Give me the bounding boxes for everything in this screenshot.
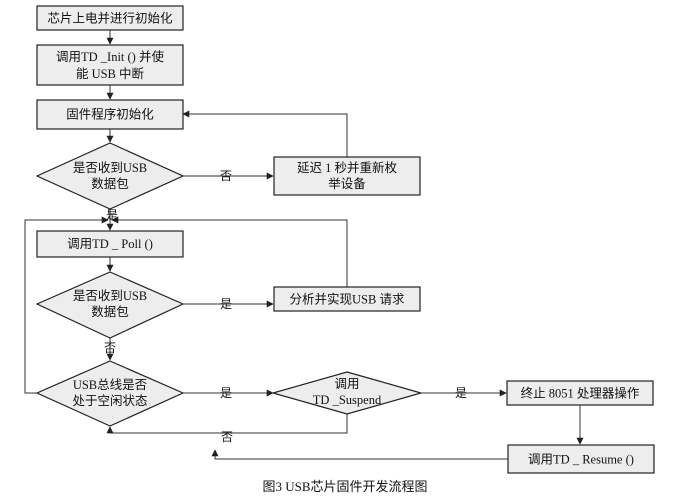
- decision-bus-idle-line2: 处于空闲状态: [72, 394, 147, 408]
- edge-delay-back-to-fwinit: [182, 110, 348, 157]
- edge-label-no-3: 否: [221, 430, 233, 444]
- edge-label-yes-2: 是: [220, 297, 232, 311]
- node-td-poll: 调用TD _ Poll (): [36, 230, 184, 258]
- node-analyze-request: 分析并实现USB 请求: [273, 286, 421, 312]
- node-stop-8051-box: [506, 380, 654, 406]
- edge-label-yes-1: 是: [106, 208, 118, 222]
- node-analyze-box: [273, 286, 421, 312]
- node-init-chip: 芯片上电并进行初始化: [36, 5, 184, 31]
- node-stop-8051-label: 终止 8051 处理器操作: [521, 386, 640, 401]
- decision-suspend-line2: TD _Suspend: [313, 393, 382, 407]
- decision-recv-pkt-2: 是否收到USB 数据包: [35, 271, 185, 339]
- decision-recv-pkt-1-line2: 数据包: [91, 176, 129, 191]
- node-delay-label-line1: 延迟 1 秒并重新枚: [297, 160, 398, 175]
- node-fw-init: 固件程序初始化: [36, 99, 184, 130]
- decision-recv-pkt-2-line1: 是否收到USB: [73, 289, 147, 303]
- node-td-poll-label: 调用TD _ Poll (): [67, 237, 153, 251]
- decision-recv-pkt-1-line1: 是否收到USB: [73, 161, 147, 175]
- node-td-resume: 调用TD _ Resume (): [507, 444, 655, 474]
- node-td-resume-box: [507, 444, 655, 474]
- edge-busidle-no-loop: [24, 216, 109, 394]
- decision-recv-pkt-1: 是否收到USB 数据包: [35, 142, 185, 210]
- node-td-resume-label: 调用TD _ Resume (): [528, 453, 634, 467]
- node-td-poll-box: [36, 230, 184, 258]
- edge-suspend-no-back: [106, 414, 348, 434]
- decision-recv-pkt-1-shape: [35, 142, 185, 210]
- decision-bus-idle: USB总线是否 处于空闲状态: [35, 360, 185, 427]
- decision-bus-idle-line1: USB总线是否: [73, 378, 147, 392]
- decision-bus-idle-shape: [35, 360, 185, 427]
- edge-label-yes-4: 是: [455, 386, 467, 400]
- figure-caption: 图3 USB芯片固件开发流程图: [262, 479, 427, 494]
- edge-label-yes-3: 是: [220, 386, 232, 400]
- decision-suspend-line1: 调用: [334, 377, 359, 391]
- connectors: [24, 30, 584, 460]
- edge-labels: 否 是 是 否 是 是 否: [104, 169, 467, 444]
- decision-suspend: 调用 TD _Suspend: [270, 371, 424, 415]
- node-delay-box: [273, 156, 421, 196]
- node-td-init-label-line1: 调用TD _Init () 并使: [56, 49, 164, 64]
- node-delay-label-line2: 举设备: [328, 176, 366, 191]
- node-td-init: 调用TD _Init () 并使 能 USB 中断: [36, 44, 184, 86]
- edge-label-no-1: 否: [220, 169, 232, 183]
- decision-recv-pkt-2-line2: 数据包: [91, 304, 129, 319]
- node-delay-reenumerate: 延迟 1 秒并重新枚 举设备: [273, 156, 421, 196]
- edge-label-no-2: 否: [104, 341, 116, 355]
- edge-analyze-back-to-loop: [111, 216, 348, 287]
- node-init-chip-label: 芯片上电并进行初始化: [47, 12, 173, 26]
- decision-suspend-shape: [270, 371, 424, 415]
- node-analyze-label: 分析并实现USB 请求: [290, 292, 405, 307]
- node-stop-8051: 终止 8051 处理器操作: [506, 380, 654, 406]
- node-fw-init-box: [36, 99, 184, 130]
- node-init-chip-box: [36, 5, 184, 31]
- edge-resume-back: [211, 449, 508, 460]
- node-td-init-label-line2: 能 USB 中断: [76, 66, 144, 81]
- node-fw-init-label: 固件程序初始化: [66, 107, 154, 122]
- decision-recv-pkt-2-shape: [35, 271, 185, 339]
- node-td-init-box: [36, 44, 184, 86]
